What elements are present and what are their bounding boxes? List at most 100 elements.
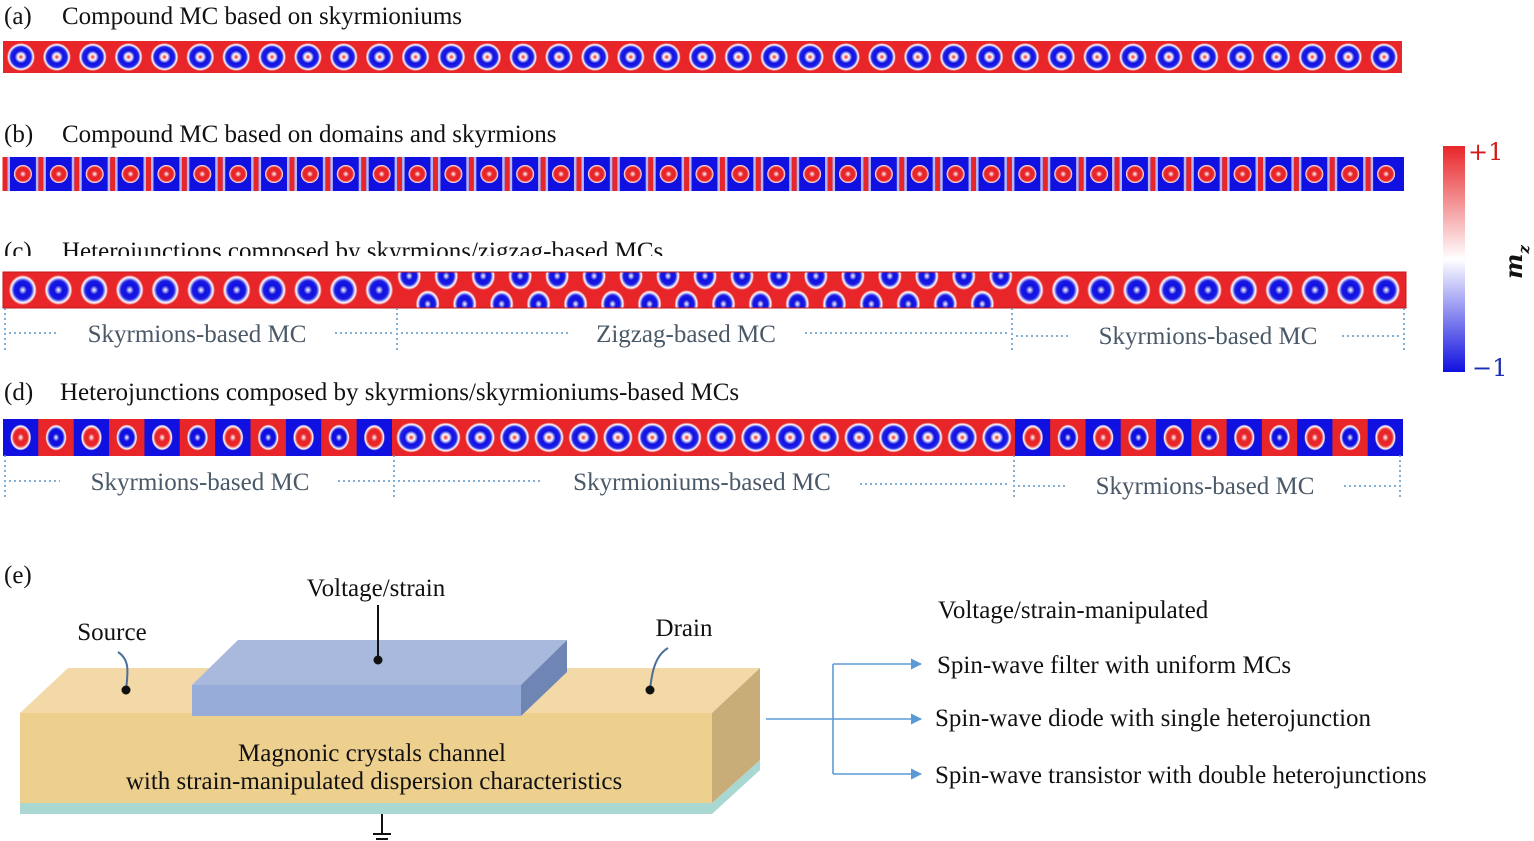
panel-c-guides: [4, 308, 1405, 352]
domain-wall: [181, 157, 187, 191]
skyrmion: [336, 165, 355, 183]
skyrmionium: [1047, 43, 1076, 71]
skyrmionium: [1083, 43, 1112, 71]
domain-wall-edge: [179, 157, 182, 191]
skyrmion: [552, 165, 571, 183]
domain-wall-edge: [473, 157, 477, 191]
domain-wall-edge: [1255, 157, 1259, 191]
domain-wall-edge: [1047, 157, 1051, 191]
channel-label-line1: Magnonic crystals channel: [238, 740, 506, 767]
domain-wall: [325, 157, 331, 191]
skyrmion: [222, 275, 251, 305]
domain-wall-edge: [394, 157, 398, 191]
skyrmionium: [760, 43, 789, 71]
domain-wall: [468, 157, 474, 191]
domain-wall-edge: [79, 157, 82, 191]
skyrmion: [1305, 165, 1324, 183]
domain-wall: [1042, 157, 1048, 191]
domain-wall-edge: [430, 157, 433, 191]
domain-wall-edge: [330, 157, 333, 191]
domain-wall: [1329, 157, 1335, 191]
channel-label-line2: with strain-manipulated dispersion chara…: [126, 768, 622, 795]
colorbar-quantity: m: [1499, 254, 1528, 279]
domain-wall: [971, 157, 977, 191]
panel-d-title: Heterojunctions composed by skyrmions/sk…: [60, 379, 739, 406]
skyrmionium: [509, 43, 538, 71]
domain-wall: [1114, 157, 1120, 191]
skyrmion: [1268, 424, 1291, 451]
skyrmion: [1233, 165, 1252, 183]
domain-wall: [504, 157, 510, 191]
skyrmion: [121, 165, 140, 183]
domain-wall-edge: [215, 157, 218, 191]
skyrmion: [1229, 275, 1258, 305]
domain-wall-edge: [1183, 157, 1187, 191]
panel-e-tag: (e): [4, 562, 32, 589]
domain-wall-edge: [1147, 157, 1151, 191]
domain-wall-edge: [653, 157, 656, 191]
skyrmionium: [724, 43, 753, 71]
panel-b-title: Compound MC based on domains and skyrmio…: [62, 121, 556, 148]
domain-wall-edge: [581, 157, 584, 191]
skyrmionium: [939, 43, 968, 71]
domain-wall-edge: [143, 157, 146, 191]
skyrmion: [80, 424, 103, 451]
skyrmion: [1374, 424, 1396, 451]
panel-d-strip: [3, 419, 1403, 456]
skyrmion: [1054, 165, 1073, 183]
domain-wall-edge: [645, 157, 649, 191]
skyrmionium: [568, 422, 599, 453]
skyrmion: [229, 165, 248, 183]
skyrmion: [1198, 424, 1220, 451]
skyrmionium: [396, 422, 427, 453]
skyrmion: [115, 275, 144, 305]
domain-wall-edge: [717, 157, 720, 191]
panel-b-tag: (b): [4, 121, 33, 148]
domain-wall-edge: [150, 157, 154, 191]
domain-wall-edge: [286, 157, 290, 191]
skyrmion: [13, 165, 32, 183]
skyrmion: [186, 424, 209, 451]
skyrmion: [372, 165, 391, 183]
domain-wall: [145, 157, 151, 191]
domain-wall-edge: [1363, 157, 1366, 191]
skyrmion: [1304, 424, 1326, 451]
source-contact-dot: [121, 685, 131, 695]
skyrmionium: [42, 43, 71, 71]
skyrmion: [8, 275, 37, 305]
skyrmionium: [688, 43, 717, 71]
panel-d-guides: [4, 455, 1401, 500]
domain-wall-edge: [538, 157, 541, 191]
skyrmion: [45, 424, 67, 451]
source-label: Source: [77, 619, 146, 646]
domain-wall-edge: [904, 157, 907, 191]
skyrmion: [44, 275, 73, 305]
skyrmionium: [903, 43, 932, 71]
colorbar: +1 −1 mz: [1443, 138, 1533, 382]
domain-wall: [684, 157, 690, 191]
skyrmion: [265, 165, 284, 183]
skyrmion: [292, 424, 315, 451]
domain-wall: [1186, 157, 1192, 191]
skyrmion: [1341, 165, 1360, 183]
skyrmionium: [947, 422, 978, 453]
skyrmion: [80, 275, 109, 305]
skyrmionium: [1370, 43, 1399, 71]
gate-side: [521, 640, 567, 716]
skyrmion: [157, 165, 176, 183]
domain-wall-edge: [545, 157, 549, 191]
panel-c-segment-left: Skyrmions-based MC: [88, 321, 307, 348]
skyrmion: [1372, 275, 1401, 305]
skyrmionium: [499, 422, 530, 453]
domain-wall-edge: [868, 157, 871, 191]
domain-wall-edge: [366, 157, 369, 191]
skyrmionium: [6, 43, 35, 71]
skyrmion: [408, 165, 427, 183]
skyrmion: [1265, 275, 1294, 305]
skyrmion: [365, 275, 394, 305]
skyrmion: [1090, 165, 1109, 183]
skyrmion: [85, 165, 104, 183]
skyrmionium: [1118, 43, 1147, 71]
skyrmionium: [430, 422, 461, 453]
